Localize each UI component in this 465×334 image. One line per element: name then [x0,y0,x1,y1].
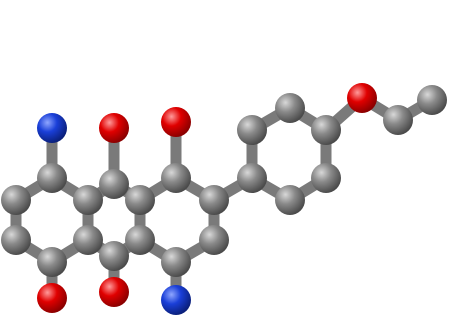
carbon-atom-c7 [1,185,31,215]
carbon-atom-c1 [161,163,191,193]
carbon-atom-p3 [311,163,341,193]
carbon-atom-ec1 [383,105,413,135]
atoms-layer [1,83,447,315]
carbon-atom-c3 [199,225,229,255]
carbon-atom-c5 [37,247,67,277]
carbon-atom-c8 [37,163,67,193]
carbon-atom-c6 [1,225,31,255]
carbon-atom-c9 [99,169,129,199]
carbon-atom-c4 [161,247,191,277]
carbon-atom-p6 [237,115,267,145]
carbon-atom-p5 [275,93,305,123]
carbon-atom-c9a [125,185,155,215]
oxygen-atom-o5 [37,283,67,313]
nitrogen-atom-n4 [161,285,191,315]
oxygen-atom-o10 [99,277,129,307]
oxygen-atom-o9 [99,113,129,143]
oxygen-atom-oe [347,83,377,113]
nitrogen-atom-n8 [37,113,67,143]
oxygen-atom-o1 [161,107,191,137]
carbon-atom-c2 [199,185,229,215]
carbon-atom-c8a [73,185,103,215]
carbon-atom-p2 [275,185,305,215]
carbon-atom-p1 [237,163,267,193]
carbon-atom-ec2 [417,85,447,115]
carbon-atom-p4 [311,115,341,145]
carbon-atom-c10 [99,241,129,271]
carbon-atom-c4a [125,225,155,255]
carbon-atom-c10a [73,225,103,255]
